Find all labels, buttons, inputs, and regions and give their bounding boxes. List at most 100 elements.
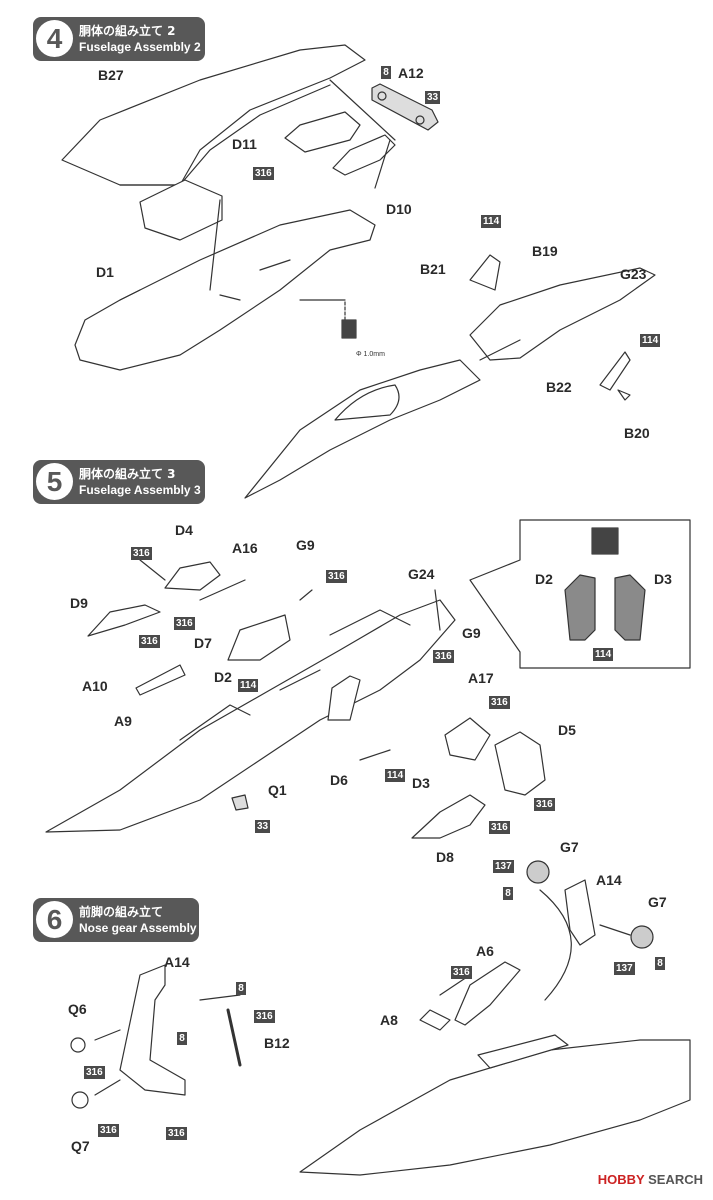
label-a16: A16 — [232, 540, 258, 556]
color-code: 316 — [139, 635, 160, 648]
part-a14-mounted — [564, 879, 596, 946]
inset-panel-d2 — [564, 574, 596, 641]
label-d6: D6 — [330, 772, 348, 788]
label-d2: D2 — [214, 669, 232, 685]
part-b22 — [599, 351, 631, 391]
label-d2-inset: D2 — [535, 571, 553, 587]
label-b12: B12 — [264, 1035, 290, 1051]
color-code: 316 — [131, 547, 152, 560]
color-code: 316 — [174, 617, 195, 630]
step-6-header: 6 前脚の組み立て Nose gear Assembly — [33, 898, 199, 942]
step-5-number: 5 — [36, 463, 73, 500]
label-d5: D5 — [558, 722, 576, 738]
label-d7: D7 — [194, 635, 212, 651]
fuselage-step6 — [299, 1039, 691, 1176]
part-rear-section — [469, 267, 656, 361]
label-a9: A9 — [114, 713, 132, 729]
drill-note: Φ 1.0mm — [356, 351, 385, 358]
color-code: 316 — [534, 798, 555, 811]
color-code: 316 — [254, 1010, 275, 1023]
part-d11 — [284, 111, 361, 153]
part-d1 — [74, 209, 376, 371]
watermark: HOBBY SEARCH — [598, 1172, 703, 1187]
part-d4 — [164, 561, 221, 591]
label-g24: G24 — [408, 566, 435, 582]
watermark-suffix: SEARCH — [648, 1172, 703, 1187]
label-d10: D10 — [386, 201, 412, 217]
step-5-title-jp: 胴体の組み立て 3 — [79, 467, 176, 481]
color-code: 316 — [166, 1127, 187, 1140]
part-d9 — [87, 604, 161, 637]
color-code: 316 — [489, 821, 510, 834]
color-code: 8 — [503, 887, 513, 900]
part-b21 — [469, 254, 501, 291]
color-code: 316 — [451, 966, 472, 979]
part-q1 — [231, 794, 249, 811]
color-code: 114 — [481, 215, 502, 228]
label-d8: D8 — [436, 849, 454, 865]
color-code: 114 — [640, 334, 661, 347]
part-bay-door — [477, 1034, 569, 1069]
part-a6 — [454, 961, 521, 1026]
label-g23: G23 — [620, 266, 647, 282]
step-6-title-jp: 前脚の組み立て — [79, 905, 164, 919]
step-4-header: 4 胴体の組み立て 2 Fuselage Assembly 2 — [33, 17, 205, 61]
label-a10: A10 — [82, 678, 108, 694]
color-code: 316 — [326, 570, 347, 583]
part-box — [139, 179, 223, 241]
part-a12 — [371, 83, 439, 131]
inset-panel-d3 — [614, 574, 646, 641]
color-code: 8 — [177, 1032, 187, 1045]
label-d11: D11 — [232, 136, 257, 152]
label-g9a: G9 — [296, 537, 315, 553]
color-code: 114 — [385, 769, 406, 782]
color-code: 316 — [98, 1124, 119, 1137]
step-6-number: 6 — [36, 901, 73, 938]
label-b20: B20 — [624, 425, 650, 441]
color-code: 137 — [614, 962, 635, 975]
color-code: 8 — [655, 957, 665, 970]
part-d10 — [332, 134, 396, 176]
label-g7-a: G7 — [560, 839, 579, 855]
label-g7-b: G7 — [648, 894, 667, 910]
part-d5 — [494, 731, 546, 796]
label-a8: A8 — [380, 1012, 398, 1028]
label-q1: Q1 — [268, 782, 287, 798]
label-b21: B21 — [420, 261, 446, 277]
part-d7 — [227, 614, 291, 661]
color-code: 33 — [255, 820, 271, 833]
part-d8 — [411, 794, 486, 839]
step-6-title-en: Nose gear Assembly — [79, 921, 197, 935]
color-code: 8 — [381, 66, 391, 79]
step-5-title-en: Fuselage Assembly 3 — [79, 483, 201, 497]
fuselage-step5 — [45, 599, 456, 833]
step-4-number: 4 — [36, 20, 73, 57]
label-d1: D1 — [96, 264, 114, 280]
label-a6: A6 — [476, 943, 494, 959]
color-code: 8 — [236, 982, 246, 995]
nose-gear-strut — [119, 964, 186, 1096]
color-code: 114 — [238, 679, 259, 692]
part-a17 — [444, 717, 491, 761]
step-4-title-en: Fuselage Assembly 2 — [79, 40, 201, 54]
label-a17: A17 — [468, 670, 494, 686]
label-b19: B19 — [532, 243, 558, 259]
watermark-brand: HOBBY — [597, 1172, 645, 1187]
color-code: 33 — [425, 91, 441, 104]
label-a14-a: A14 — [596, 872, 622, 888]
color-code: 316 — [433, 650, 454, 663]
label-b22: B22 — [546, 379, 572, 395]
color-code: 316 — [84, 1066, 105, 1079]
fuselage-nose-4 — [244, 359, 481, 499]
color-code: 316 — [253, 167, 274, 180]
label-q6: Q6 — [68, 1001, 87, 1017]
color-code: 114 — [593, 648, 614, 661]
label-a14-b: A14 — [164, 954, 190, 970]
label-d4: D4 — [175, 522, 193, 538]
label-g9b: G9 — [462, 625, 481, 641]
color-code: 137 — [493, 860, 514, 873]
color-code: 316 — [489, 696, 510, 709]
label-d3: D3 — [412, 775, 430, 791]
part-d6 — [327, 675, 361, 721]
